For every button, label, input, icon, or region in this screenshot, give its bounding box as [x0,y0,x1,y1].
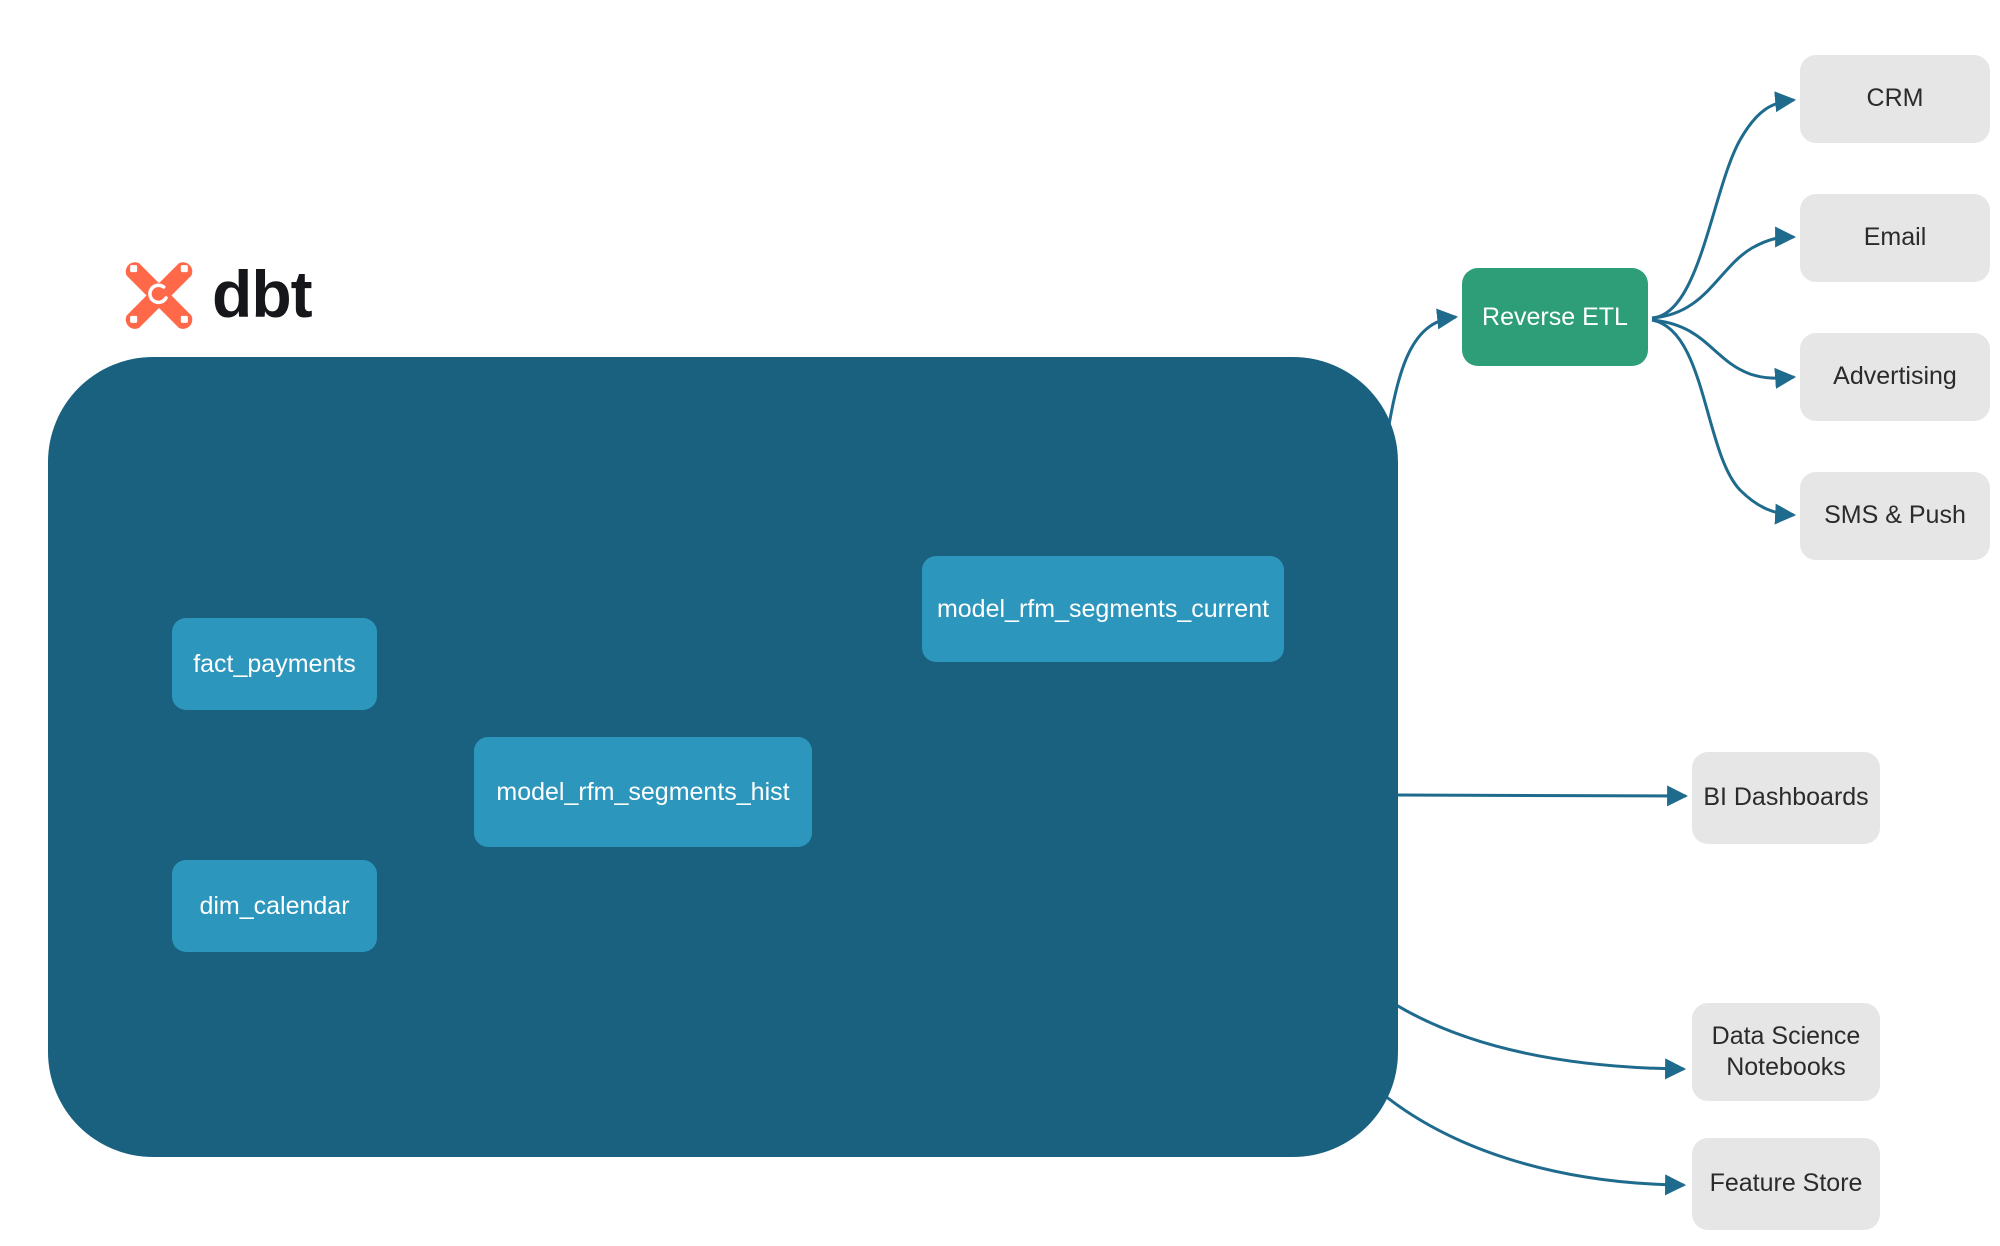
dbt-wordmark: dbt [212,257,313,331]
edge-reverseetl-to-email [1651,226,1797,320]
node-consumer-bi-dashboards[interactable]: BI Dashboards [1692,752,1880,844]
node-destination-sms-push[interactable]: SMS & Push [1800,472,1990,560]
node-dim-calendar[interactable]: dim_calendar [172,860,377,952]
node-fact-payments[interactable]: fact_payments [172,618,377,710]
node-reverse-etl[interactable]: Reverse ETL [1462,268,1648,366]
edge-reverseetl-to-advertising [1651,318,1797,389]
node-consumer-feature-store-label: Feature Store [1709,1169,1863,1198]
node-destination-crm[interactable]: CRM [1800,55,1990,143]
node-model-rfm-segments-hist-label: model_rfm_segments_hist [496,777,790,806]
edge-reverseetl-to-sms-push [1651,318,1797,525]
dbt-brand-lockup: dbt [120,255,313,333]
edge-reverseetl-to-crm [1651,91,1797,320]
edge-hist-to-notebooks [1387,998,1687,1080]
node-reverse-etl-label: Reverse ETL [1482,302,1628,331]
node-model-rfm-segments-hist[interactable]: model_rfm_segments_hist [474,737,812,847]
node-consumer-bi-dashboards-label: BI Dashboards [1703,783,1869,812]
edge-hist-to-feature-store [1354,1068,1687,1196]
node-destination-email-label: Email [1863,223,1927,252]
node-model-rfm-segments-current-label: model_rfm_segments_current [936,594,1270,623]
node-fact-payments-label: fact_payments [193,649,356,678]
node-destination-advertising-label: Advertising [1833,362,1957,391]
dbt-logo-icon [125,262,193,329]
notebooks-label-line2: Notebooks [1726,1053,1846,1081]
node-destination-advertising[interactable]: Advertising [1800,333,1990,421]
node-consumer-feature-store[interactable]: Feature Store [1692,1138,1880,1230]
notebooks-label-line1: Data Science [1711,1021,1861,1050]
node-consumer-data-science-notebooks[interactable]: Data Science Notebooks [1692,1003,1880,1101]
node-destination-email[interactable]: Email [1800,194,1990,282]
edge-hist-to-bi [1393,785,1689,807]
node-destination-crm-label: CRM [1866,84,1924,113]
node-dim-calendar-label: dim_calendar [199,891,350,920]
node-destination-sms-push-label: SMS & Push [1824,501,1966,530]
node-model-rfm-segments-current[interactable]: model_rfm_segments_current [922,556,1284,662]
node-consumer-data-science-notebooks-label: Data Science Notebooks [1712,1021,1861,1084]
